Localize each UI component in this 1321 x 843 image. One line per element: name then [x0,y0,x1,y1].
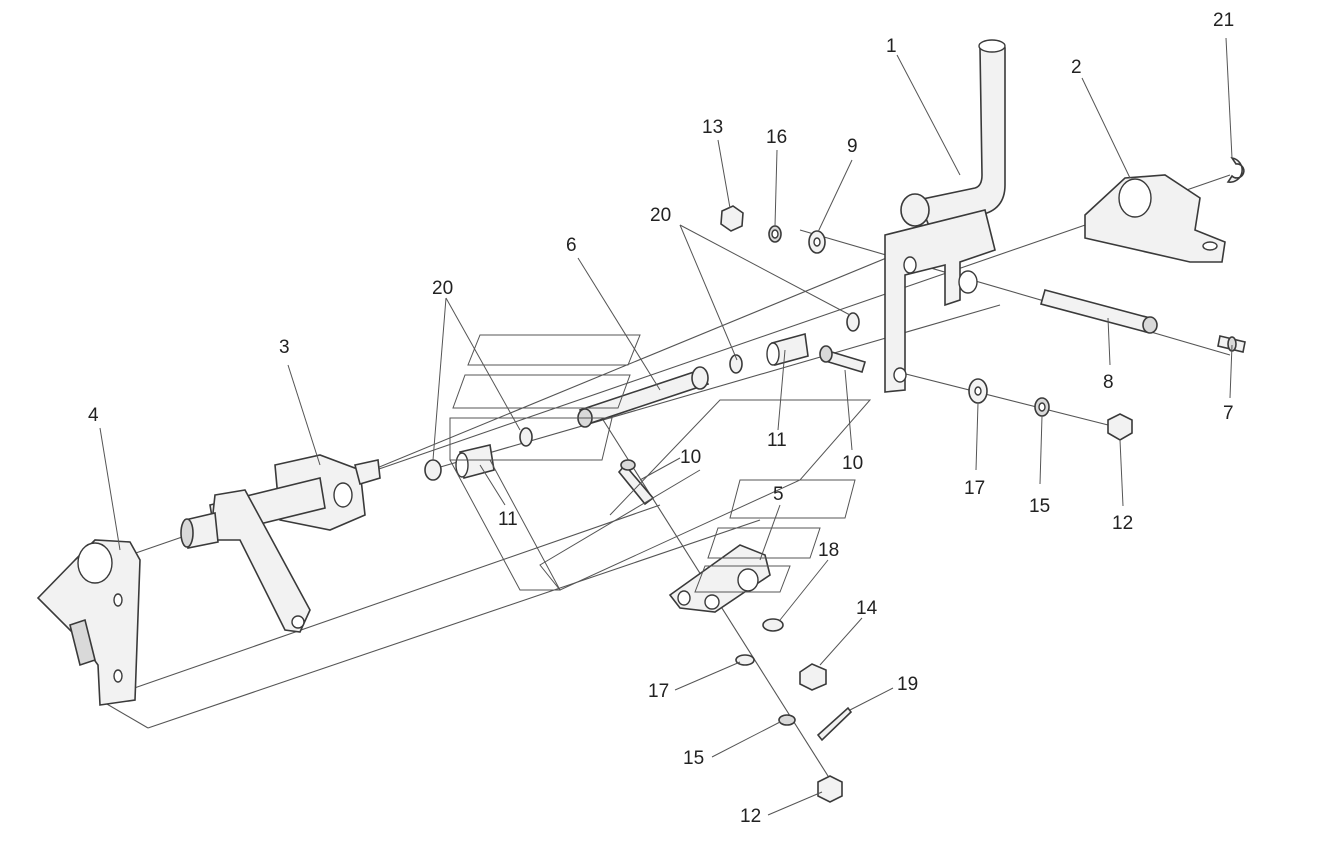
callout-label: 3 [279,337,290,358]
pivot-bracket [1084,174,1226,263]
shaft [577,366,710,428]
pedal-lever [884,39,1006,393]
callout-label: 10 [680,447,701,468]
pivot-pin [1040,289,1158,334]
callout-label: 17 [648,681,669,702]
callout-label: 7 [1223,403,1234,424]
callout-label: 4 [88,405,99,426]
callout-label: 12 [1112,513,1133,534]
callout-labels: 1 2 3 4 5 6 7 8 9 10 10 11 11 12 12 13 1… [88,10,1234,827]
callout-label: 8 [1103,372,1114,393]
callout-label: 15 [1029,496,1050,517]
circlip-21 [1226,156,1245,183]
right-fasteners [968,378,1133,441]
callout-label: 19 [897,674,918,695]
mounting-bracket [36,539,141,706]
assembly-axes [99,174,1231,796]
bushings [455,332,809,480]
clevis-pins-10 [617,345,866,506]
callout-label: 11 [498,509,518,530]
callout-label: 18 [818,540,839,561]
callout-label: 10 [842,453,863,474]
callout-label: 21 [1213,10,1234,31]
callout-label: 20 [650,205,671,226]
circlips-20 [424,312,860,481]
small-bracket [668,544,771,613]
callout-label: 13 [702,117,723,138]
callout-label: 2 [1071,57,1082,78]
lever-arm [180,454,381,633]
grease-nipple [1217,335,1246,353]
linkage-outline [449,334,872,593]
lower-fasteners [735,618,853,803]
callout-label: 6 [566,235,577,256]
leader-lines [99,37,1233,816]
callout-label: 1 [886,36,897,57]
callout-label: 15 [683,748,704,769]
callout-label: 9 [847,136,858,157]
upper-fasteners [720,205,826,254]
callout-label: 12 [740,806,761,827]
callout-label: 16 [766,127,787,148]
callout-label: 5 [773,484,784,505]
callout-label: 11 [767,430,787,451]
callout-label: 20 [432,278,453,299]
callout-label: 17 [964,478,985,499]
callout-label: 14 [856,598,878,619]
